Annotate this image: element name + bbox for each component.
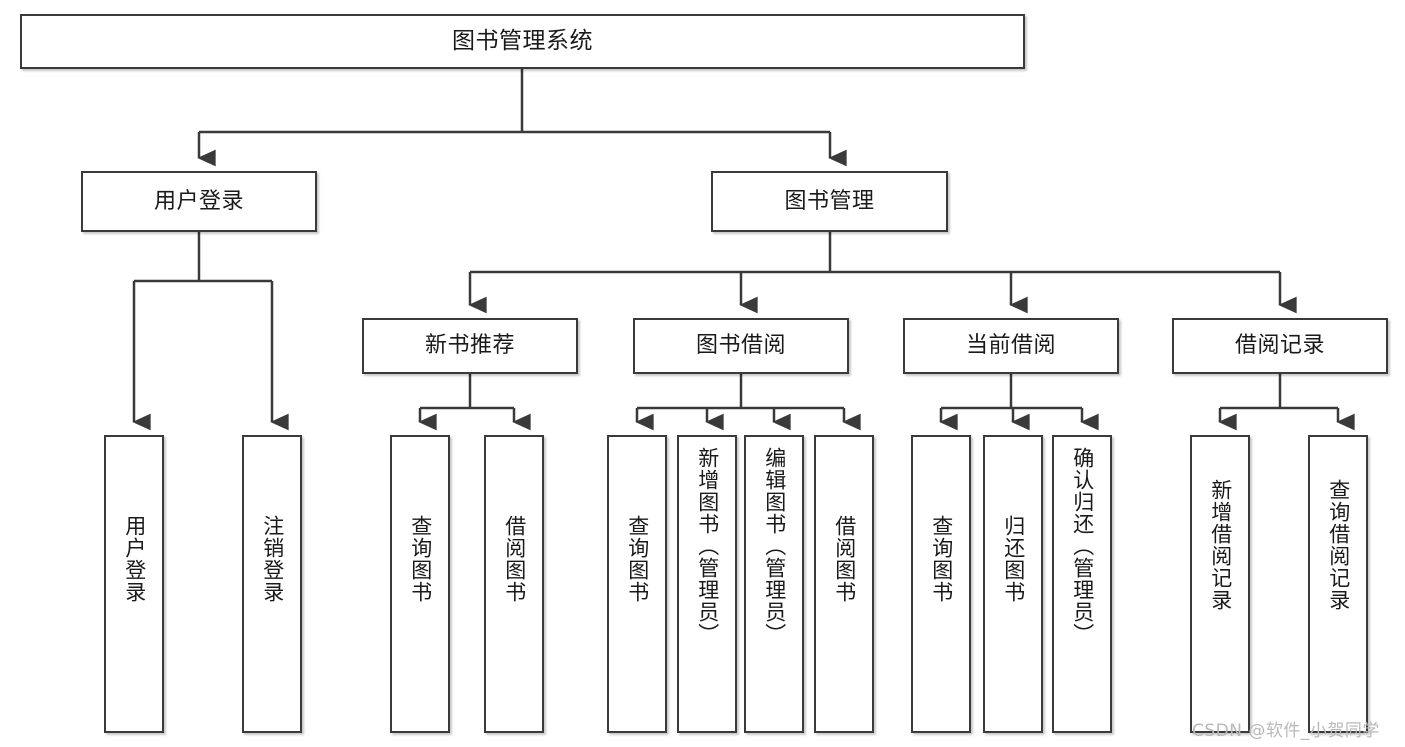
node-root-book-management-system[interactable]: 图书管理系统 — [20, 14, 1025, 69]
node-leaf-query-book-2-label: 查询图书 — [625, 515, 650, 603]
node-leaf-query-borrow-record[interactable]: 查询借阅记录 — [1308, 435, 1368, 733]
node-leaf-borrow-book-2-label: 借阅图书 — [832, 515, 857, 603]
node-root-label: 图书管理系统 — [452, 28, 593, 55]
node-current-borrow-label: 当前借阅 — [965, 333, 1056, 359]
node-leaf-query-book-1-label: 查询图书 — [408, 515, 433, 603]
node-user-login-label: 用户登录 — [153, 188, 244, 214]
node-book-borrow[interactable]: 图书借阅 — [633, 318, 849, 374]
node-leaf-user-login-label: 用户登录 — [122, 515, 147, 603]
node-leaf-borrow-book-1-label: 借阅图书 — [502, 515, 527, 603]
node-leaf-return-book-label: 归还图书 — [1001, 515, 1026, 603]
node-leaf-borrow-book-1[interactable]: 借阅图书 — [484, 435, 544, 733]
node-leaf-query-book-2[interactable]: 查询图书 — [607, 435, 667, 733]
node-new-book-recommend[interactable]: 新书推荐 — [362, 318, 578, 374]
node-leaf-confirm-return-admin-label: 确认归还（管理员） — [1070, 447, 1095, 645]
node-leaf-edit-book-admin-label: 编辑图书（管理员） — [762, 447, 787, 645]
node-leaf-user-login[interactable]: 用户登录 — [104, 435, 164, 733]
node-leaf-add-borrow-record-label: 新增借阅记录 — [1208, 479, 1233, 611]
node-book-borrow-label: 图书借阅 — [695, 333, 786, 359]
node-book-management-label: 图书管理 — [784, 188, 875, 214]
node-borrow-record-label: 借阅记录 — [1234, 333, 1325, 359]
node-leaf-add-book-admin-label: 新增图书（管理员） — [695, 447, 720, 645]
node-leaf-return-book[interactable]: 归还图书 — [983, 435, 1043, 733]
node-current-borrow[interactable]: 当前借阅 — [903, 318, 1119, 374]
node-leaf-confirm-return-admin[interactable]: 确认归还（管理员） — [1052, 435, 1112, 733]
node-leaf-add-borrow-record[interactable]: 新增借阅记录 — [1190, 435, 1250, 733]
node-new-book-recommend-label: 新书推荐 — [424, 333, 515, 359]
node-leaf-add-book-admin[interactable]: 新增图书（管理员） — [677, 435, 737, 733]
node-leaf-edit-book-admin[interactable]: 编辑图书（管理员） — [744, 435, 804, 733]
node-leaf-borrow-book-2[interactable]: 借阅图书 — [814, 435, 874, 733]
node-leaf-logout-label: 注销登录 — [260, 515, 285, 603]
node-leaf-logout[interactable]: 注销登录 — [242, 435, 302, 733]
node-user-login[interactable]: 用户登录 — [81, 171, 317, 232]
node-borrow-record[interactable]: 借阅记录 — [1172, 318, 1388, 374]
node-book-management[interactable]: 图书管理 — [711, 171, 948, 232]
watermark-label: CSDN @软件_小贺同学 — [1192, 721, 1380, 741]
node-leaf-query-borrow-record-label: 查询借阅记录 — [1326, 479, 1351, 611]
node-leaf-query-book-3-label: 查询图书 — [929, 515, 954, 603]
node-leaf-query-book-3[interactable]: 查询图书 — [911, 435, 971, 733]
node-leaf-query-book-1[interactable]: 查询图书 — [390, 435, 450, 733]
